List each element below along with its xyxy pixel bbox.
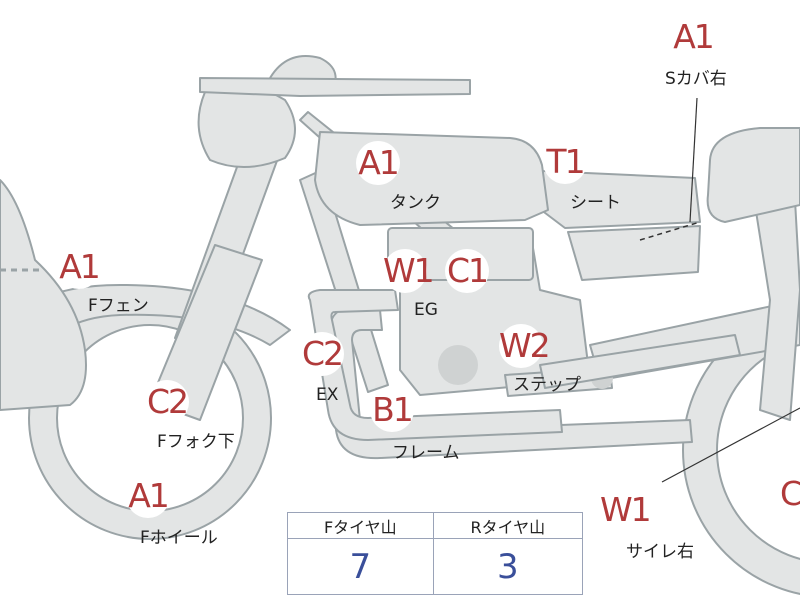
label-step: ステップ [513, 375, 581, 395]
mark-a1-front-wheel: A1 [126, 474, 170, 518]
label-front-fork: Fフォク下 [157, 432, 235, 452]
mark-a1-tank: A1 [356, 141, 400, 185]
front-tire-value: 7 [287, 538, 434, 595]
mark-c-rear-partial: C [780, 472, 800, 516]
rear-side-cover [706, 127, 800, 223]
mark-w1-side-right: W1 [600, 488, 652, 532]
mark-c2-exhaust: C2 [300, 332, 344, 376]
battery-box [567, 225, 701, 281]
mark-a1-rear-cover: A1 [671, 15, 715, 59]
rear-tire-value: 3 [432, 538, 584, 595]
rear-wheel [683, 306, 800, 594]
headlight-body [197, 84, 296, 169]
rear-tire-header: Rタイヤ山 [432, 512, 584, 539]
mark-w2-step: W2 [499, 324, 551, 368]
tire-tread-table: Fタイヤ山 Rタイヤ山 7 3 [287, 512, 584, 595]
mark-c1-engine: C1 [445, 249, 489, 293]
front-fork-lower [149, 244, 263, 421]
label-engine: EG [414, 300, 438, 320]
handlebar [199, 77, 471, 97]
label-seat: シート [570, 193, 621, 213]
mark-w1-engine: W1 [383, 249, 435, 293]
mark-t1-seat: T1 [543, 140, 587, 184]
label-side-right: サイレ右 [626, 542, 694, 562]
label-frame: フレーム [392, 443, 460, 463]
exhaust-pipe [307, 289, 563, 441]
label-rear-cover: Sカバ右 [665, 69, 727, 89]
label-front-wheel: Fホイール [140, 528, 218, 548]
label-front-fender: Fフェン [88, 296, 149, 316]
front-fairing [0, 179, 87, 411]
label-tank: タンク [390, 193, 441, 213]
front-tire-header: Fタイヤ山 [287, 512, 434, 539]
mark-a1-front-fender: A1 [57, 245, 101, 289]
mark-c2-front-fork: C2 [145, 380, 189, 424]
label-exhaust: EX [316, 385, 339, 405]
mark-b1-frame: B1 [370, 388, 414, 432]
